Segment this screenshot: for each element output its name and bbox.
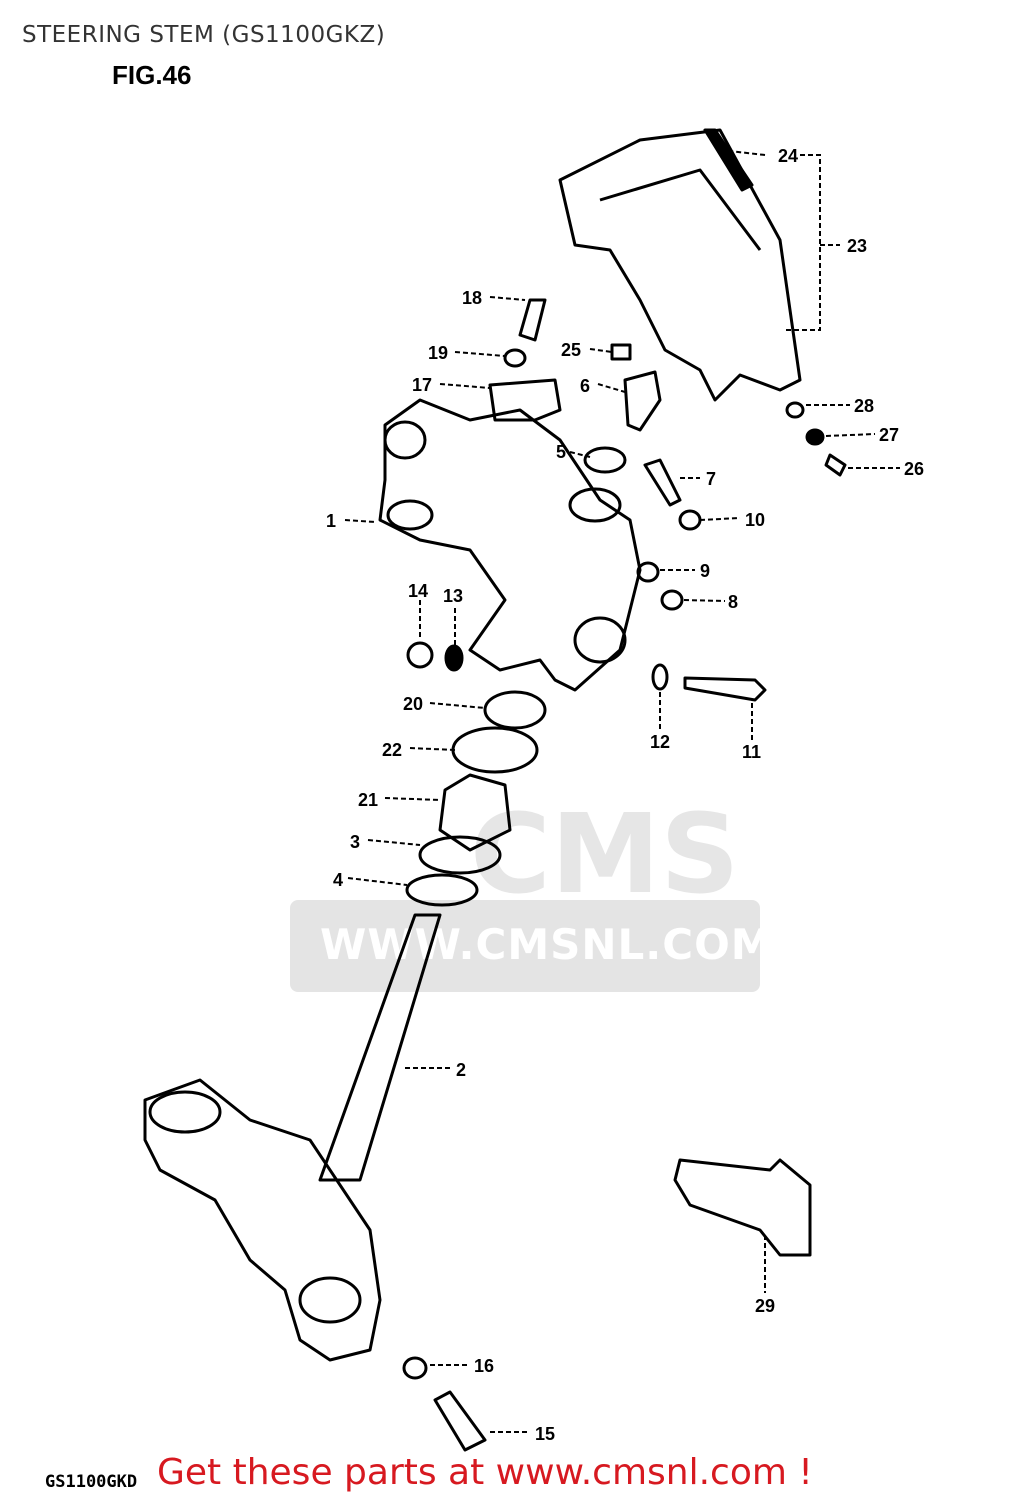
label-part-29: 29 [755,1296,775,1316]
label-part-27: 27 [879,425,899,445]
part-11-bolt [683,676,767,702]
part-2-lower-bracket [143,1078,382,1362]
label-part-20: 20 [403,694,423,714]
label-part-8: 8 [728,592,738,612]
label-part-11: 11 [742,742,761,762]
part-2-stem [318,913,442,1182]
part-24-emblem [703,128,754,192]
part-28-washer [785,401,805,419]
part-23-cover [558,128,802,402]
label-part-1: 1 [326,511,336,531]
part-8-nut [660,589,684,611]
part-5-washer [583,446,627,474]
part-14-cap [406,641,434,669]
part-12-washer [651,663,669,691]
label-part-25: 25 [561,340,581,360]
part-29-steering-lock [673,1158,812,1257]
label-part-13: 13 [443,586,463,606]
label-part-17: 17 [412,375,432,395]
label-part-6: 6 [580,376,590,396]
part-26-screw [824,453,847,477]
label-part-7: 7 [706,469,716,489]
watermark-url: WWW.CMSNL.COM [320,920,774,969]
part-19-nut [503,348,527,368]
label-part-2: 2 [456,1060,466,1080]
page-title: STEERING STEM (GS1100GKZ) [22,22,386,48]
part-20-cap [483,690,547,730]
part-21-bearing [438,773,512,852]
part-13-plug [444,644,464,672]
part-10-nut [678,509,702,531]
part-6-stem-nut [623,370,662,432]
label-part-4: 4 [333,870,343,890]
cta-link[interactable]: Get these parts at www.cmsnl.com ! [157,1452,813,1493]
part-22-seal [451,726,539,774]
label-part-22: 22 [382,740,402,760]
label-part-16: 16 [474,1356,494,1376]
part-17-clamp [488,378,562,422]
part-7-bolt [643,458,682,507]
label-part-19: 19 [428,343,448,363]
part-27-washer [805,428,825,446]
part-3-race [418,835,502,875]
part-18-bolt [518,298,547,342]
label-part-26: 26 [904,459,924,479]
label-part-28: 28 [854,396,874,416]
label-part-12: 12 [650,732,670,752]
part-25-washer [610,343,632,361]
label-part-10: 10 [745,510,765,530]
label-part-3: 3 [350,832,360,852]
watermark-logo: CMS [470,790,740,918]
model-code: GS1100GKD [45,1472,138,1492]
part-1-upper-bracket [378,398,642,692]
figure-label: FIG.46 [112,60,192,90]
label-part-18: 18 [462,288,482,308]
label-part-15: 15 [535,1424,555,1444]
label-part-5: 5 [556,442,566,462]
part-16-nut [402,1356,428,1380]
label-part-23: 23 [847,236,867,256]
label-part-9: 9 [700,561,710,581]
label-part-14: 14 [408,581,428,601]
label-part-24: 24 [778,146,798,166]
watermark-banner [290,900,760,992]
part-4-race [405,873,479,907]
part-9-nut [636,561,660,583]
label-part-21: 21 [358,790,378,810]
part-15-bolt [433,1390,487,1452]
